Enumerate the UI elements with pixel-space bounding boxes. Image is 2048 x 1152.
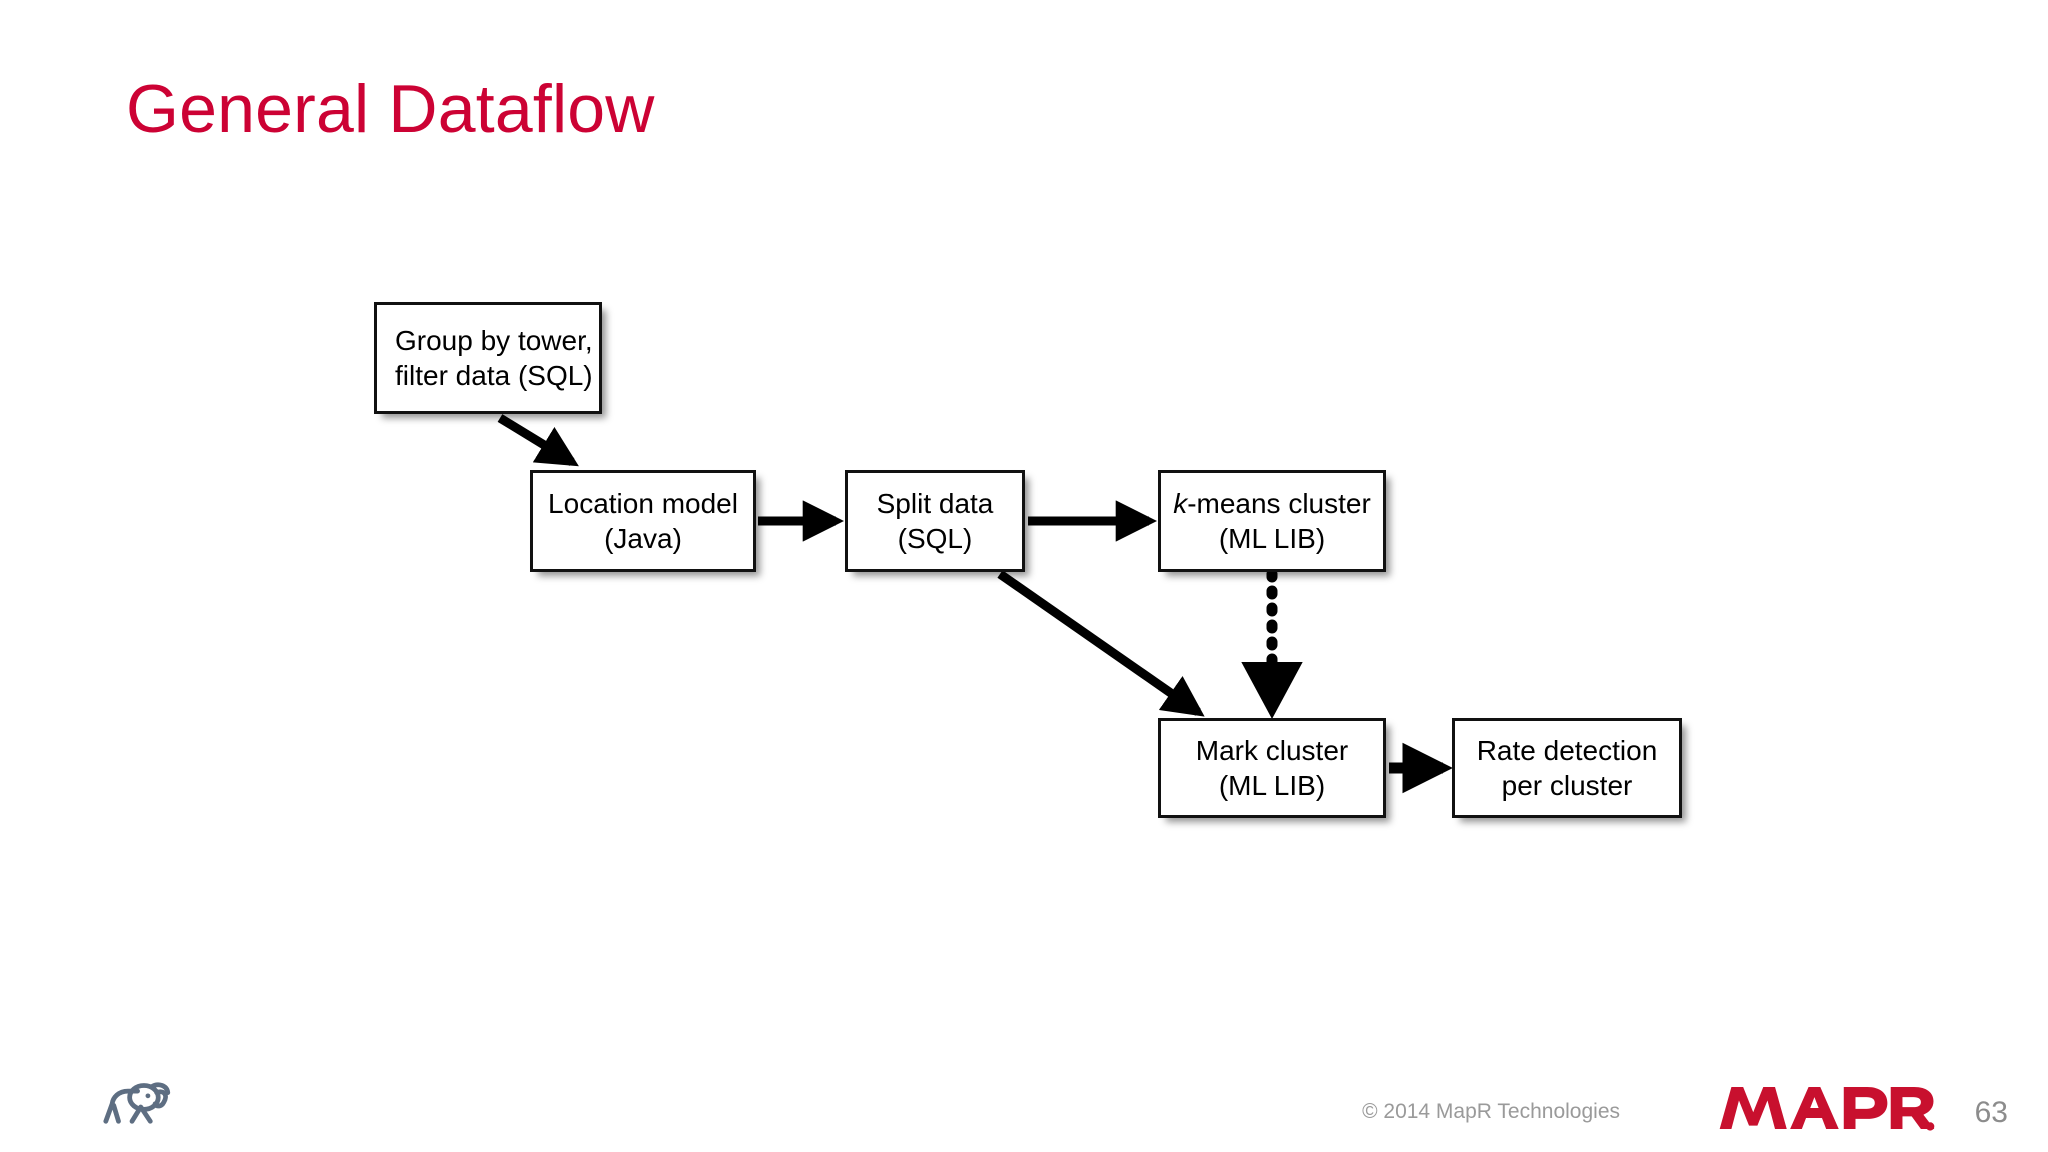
- node-split-data[interactable]: Split data (SQL): [845, 470, 1025, 572]
- mapr-logo: [1719, 1087, 1935, 1131]
- slide-footer: © 2014 MapR Technologies 63: [0, 1056, 2048, 1152]
- node-split-line2: (SQL): [897, 523, 973, 554]
- node-kmeans-cluster[interactable]: k-means cluster (ML LIB): [1158, 470, 1386, 572]
- node-mark-cluster[interactable]: Mark cluster (ML LIB): [1158, 718, 1386, 818]
- node-kmeans-k-italic: k: [1173, 487, 1188, 519]
- node-mark-line1: Mark cluster: [1195, 734, 1349, 766]
- node-group-line1: Group by tower,: [395, 324, 593, 356]
- node-split-line1: Split data: [876, 487, 994, 519]
- node-group-line2: filter data (SQL): [395, 360, 593, 391]
- node-mark-line2: (ML LIB): [1218, 770, 1326, 801]
- edge-group-to-location: [497, 414, 579, 467]
- node-location-model[interactable]: Location model (Java): [530, 470, 756, 572]
- edge-split-to-mark: [997, 570, 1205, 717]
- node-kmeans-line2: (ML LIB): [1218, 523, 1326, 554]
- node-location-line1: Location model: [548, 487, 738, 519]
- node-kmeans-line1: k-means cluster: [1161, 486, 1383, 521]
- node-location-line2: (Java): [604, 523, 682, 554]
- page-number: 63: [1974, 1096, 2008, 1129]
- copyright-text: © 2014 MapR Technologies: [1362, 1100, 1620, 1123]
- page-title: General Dataflow: [126, 71, 655, 147]
- node-rate-detection[interactable]: Rate detection per cluster: [1452, 718, 1682, 818]
- node-kmeans-line1-rest: -means cluster: [1187, 487, 1371, 519]
- node-group-by-tower[interactable]: Group by tower, filter data (SQL): [374, 302, 602, 414]
- hadoop-elephant-icon: [103, 1082, 171, 1124]
- node-rate-line1: Rate detection: [1476, 734, 1658, 766]
- node-rate-line2: per cluster: [1501, 770, 1633, 801]
